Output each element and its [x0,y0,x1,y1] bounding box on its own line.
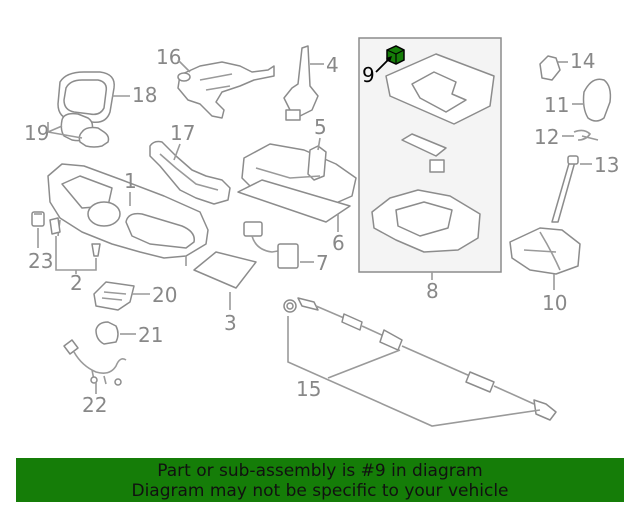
banner-line-1: Part or sub-assembly is #9 in diagram [157,461,483,481]
part-6-gasket[interactable] [237,179,351,223]
callout-22: 22 [82,393,107,417]
part-15-shift-cable[interactable] [283,297,557,421]
leader-19 [47,122,83,139]
callout-14: 14 [570,49,595,73]
leader-9 [375,57,391,73]
part-3-pad[interactable] [193,251,257,289]
info-banner: Part or sub-assembly is #9 in diagram Di… [16,458,624,502]
callout-20: 20 [152,283,177,307]
callout-8: 8 [426,279,439,303]
part-2-clip-b[interactable] [91,243,101,257]
part-19-gaskets[interactable] [60,112,110,148]
banner-line-2: Diagram may not be specific to your vehi… [131,481,509,501]
part-22-wire-harness[interactable] [63,339,127,386]
leader-2 [55,236,97,274]
callout-9: 9 [362,63,375,87]
part-7-connector[interactable] [243,221,299,269]
part-8-base-tray[interactable] [371,189,481,253]
callout-5: 5 [314,115,327,139]
part-11-shift-knob[interactable] [582,78,612,122]
part-2-clip-a[interactable] [49,217,61,235]
callout-1: 1 [124,169,137,193]
callout-2: 2 [70,271,83,295]
leader-5 [317,137,321,151]
callout-13: 13 [594,153,619,177]
callout-23: 23 [28,249,53,273]
callout-12: 12 [534,125,559,149]
callout-18: 18 [132,83,157,107]
part-8-indicator-strip[interactable] [401,133,447,173]
callout-21: 21 [138,323,163,347]
leader-17 [173,143,181,161]
callout-15: 15 [296,377,321,401]
part-8-shift-plate[interactable] [385,53,495,125]
part-16-shifter-bracket[interactable] [177,61,275,119]
callout-11: 11 [544,93,569,117]
part-13-shift-rod[interactable] [551,155,579,223]
callout-10: 10 [542,291,567,315]
part-21-cap[interactable] [95,321,119,345]
callout-7: 7 [316,251,329,275]
part-17-gate-trim[interactable] [149,140,231,205]
part-4-shift-lever[interactable] [283,45,319,121]
leader-16 [177,59,191,73]
callout-16: 16 [156,45,181,69]
callout-6: 6 [332,231,345,255]
callout-4: 4 [326,53,339,77]
callout-17: 17 [170,121,195,145]
part-18-bezel-trim[interactable] [57,71,115,124]
callout-19: 19 [24,121,49,145]
leader-9-arrow [386,56,392,62]
part-12-spring-clip[interactable] [573,129,599,141]
callout-3: 3 [224,311,237,335]
part-14-clip[interactable] [539,55,561,81]
part-1-console-body[interactable] [47,163,209,266]
part-20-module[interactable] [93,281,135,311]
part-10-boot[interactable] [509,227,581,275]
leader-15 [287,316,541,427]
part-23-clip[interactable] [31,211,45,227]
